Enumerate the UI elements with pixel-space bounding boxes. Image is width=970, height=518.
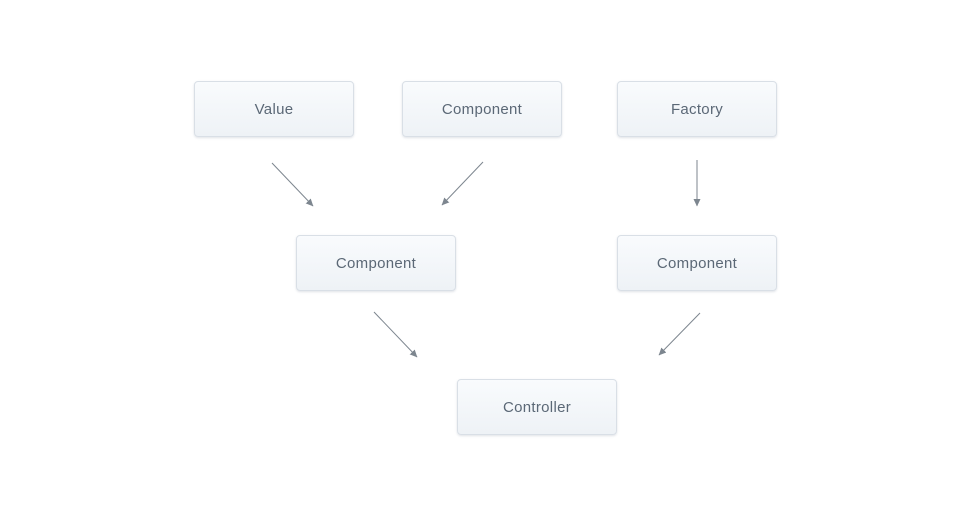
edge-component-right-to-controller [658,312,701,356]
node-component-right-label: Component [656,254,738,272]
node-component-top: Component [402,81,562,137]
node-value-label: Value [254,100,294,118]
node-value: Value [194,81,354,137]
node-controller: Controller [457,379,617,435]
node-component-right: Component [617,235,777,291]
edge-value-to-component-left [271,162,314,207]
node-component-top-label: Component [441,100,523,118]
node-component-left: Component [296,235,456,291]
node-controller-label: Controller [502,398,572,416]
node-factory: Factory [617,81,777,137]
node-factory-label: Factory [670,100,724,118]
edge-component-top-to-component-left [441,161,484,206]
edge-component-left-to-controller [373,311,418,358]
node-component-left-label: Component [335,254,417,272]
